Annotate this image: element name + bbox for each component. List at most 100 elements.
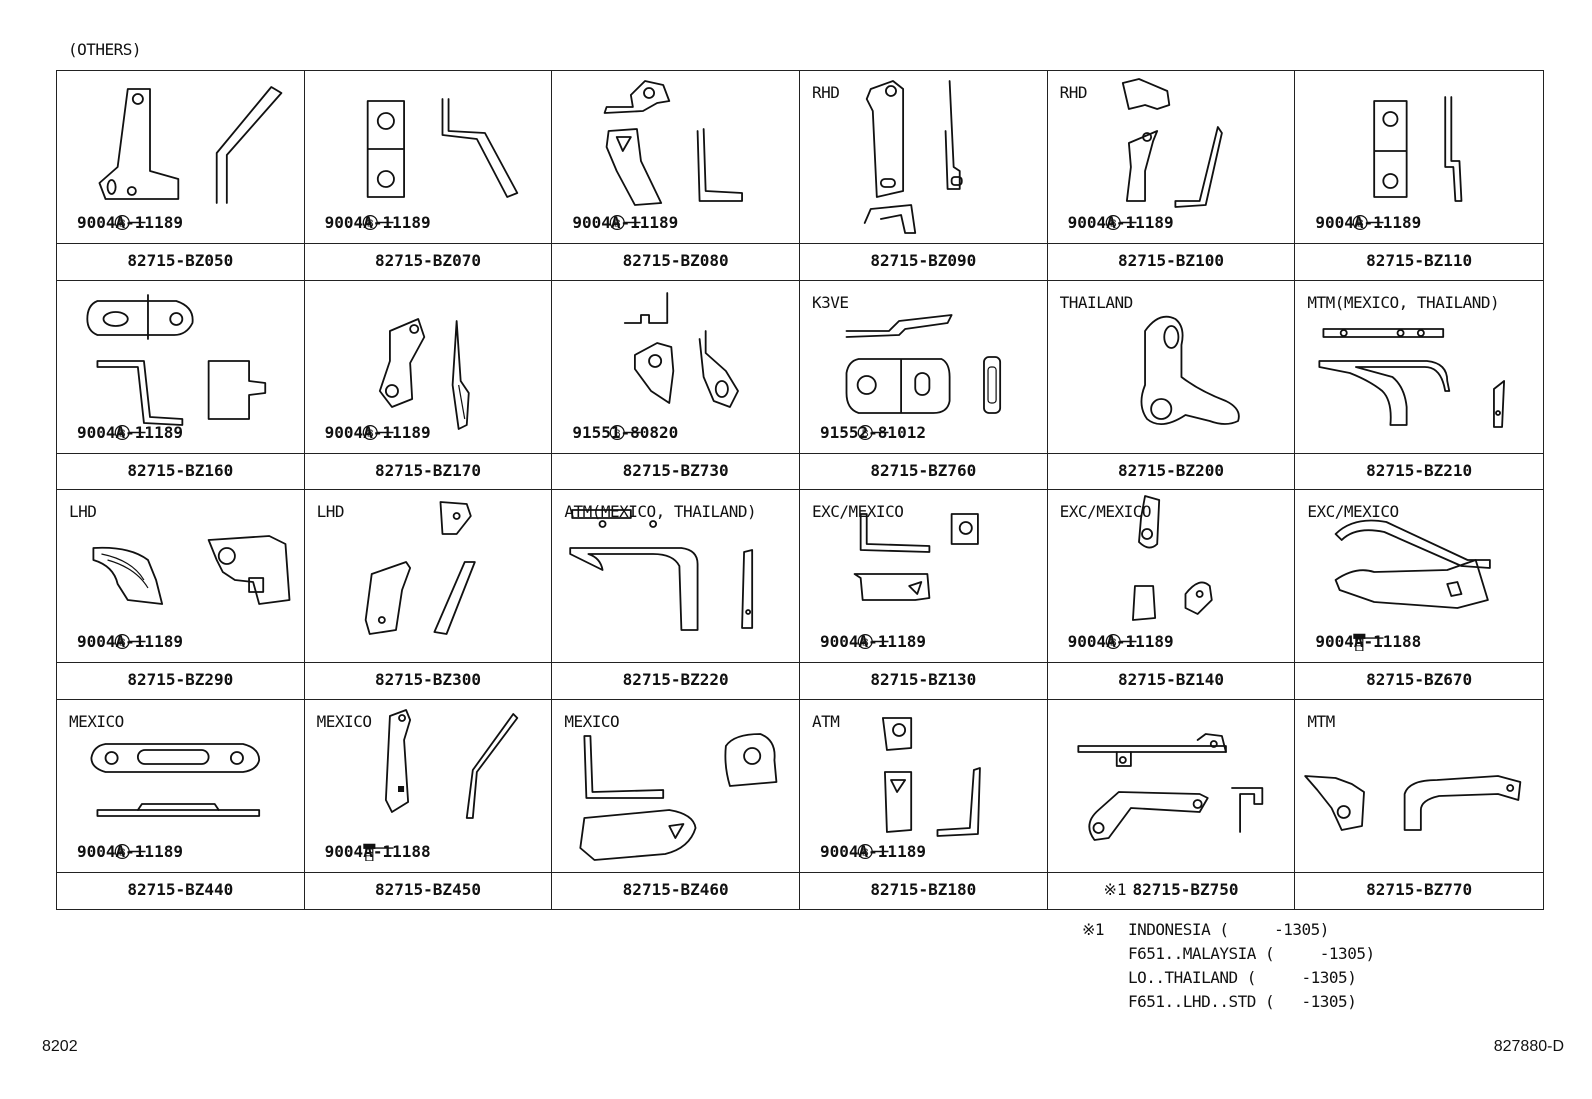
footnote: ※1 INDONESIA ( -1305) F651..MALAYSIA ( -… xyxy=(1082,918,1375,1014)
part-drawing: THAILAND xyxy=(1048,281,1295,453)
part-number: 82715-BZ180 xyxy=(870,879,977,899)
bracket-illustration xyxy=(603,80,744,206)
fastener-number: 9004A-11188 xyxy=(1315,632,1422,651)
part-number-label: 82715-BZ050 xyxy=(57,251,304,270)
cell-divider xyxy=(1047,662,1295,663)
variant-note: THAILAND xyxy=(1059,292,1134,312)
part-number: 82715-BZ050 xyxy=(127,251,234,270)
part-number-label: 82715-BZ140 xyxy=(1048,670,1295,689)
cell-divider xyxy=(304,871,552,873)
svg-text:B: B xyxy=(119,218,126,229)
bracket-illustration xyxy=(1077,732,1263,841)
cell-divider xyxy=(1295,243,1543,244)
svg-text:B: B xyxy=(862,428,869,439)
bracket-illustration xyxy=(1121,78,1223,208)
part-number-label: 82715-BZ670 xyxy=(1295,670,1543,689)
part-number: 82715-BZ210 xyxy=(1366,460,1473,480)
cell-divider xyxy=(1047,243,1295,244)
part-cell: MTM(MEXICO, THAILAND) 82715-BZ210 xyxy=(1295,281,1543,490)
svg-text:B: B xyxy=(366,428,373,439)
part-number-label: 82715-BZ070 xyxy=(305,251,552,270)
cell-divider xyxy=(552,662,799,663)
circled-b-icon: B xyxy=(362,424,394,440)
bracket-illustration xyxy=(90,742,261,817)
cell-divider xyxy=(57,662,304,663)
bracket-illustration xyxy=(579,732,778,861)
bracket-illustration xyxy=(1140,315,1240,425)
part-number-label: 82715-BZ110 xyxy=(1295,251,1543,270)
bracket-illustration xyxy=(1373,96,1463,202)
bracket-illustration xyxy=(624,291,740,408)
part-drawing: RHD xyxy=(800,71,1047,243)
cell-divider xyxy=(57,243,304,244)
part-number: 82715-BZ160 xyxy=(127,460,234,480)
part-number-label: 82715-BZ090 xyxy=(800,251,1047,270)
cell-divider xyxy=(800,243,1047,244)
part-number: 82715-BZ450 xyxy=(375,879,481,899)
bracket-illustration xyxy=(1304,774,1522,831)
part-number: 82715-BZ090 xyxy=(870,251,977,270)
part-number-label: 82715-BZ770 xyxy=(1295,880,1543,899)
bracket-illustration xyxy=(384,708,518,819)
part-number: 82715-BZ730 xyxy=(622,460,729,480)
part-drawing xyxy=(1048,700,1295,872)
circled-b-icon: B xyxy=(114,424,146,440)
part-number-label: 82715-BZ210 xyxy=(1295,461,1543,480)
svg-text:B: B xyxy=(119,847,126,858)
part-number-label: 82715-BZ460 xyxy=(552,880,799,899)
part-number-label: 82715-BZ760 xyxy=(800,461,1047,480)
variant-note: LHD xyxy=(316,502,345,521)
part-drawing: MTM(MEXICO, THAILAND) xyxy=(1295,281,1543,453)
circled-b-icon: B xyxy=(857,424,889,440)
part-number: 82715-BZ200 xyxy=(1118,460,1224,480)
cell-divider xyxy=(1295,662,1543,663)
variant-note: RHD xyxy=(1059,83,1088,102)
circled-b-icon: B xyxy=(362,214,394,231)
footnote-line: F651..LHD..STD ( -1305) xyxy=(1128,992,1357,1011)
fastener-callout: 9004A-11188 xyxy=(1315,632,1421,651)
part-number: 82715-BZ130 xyxy=(870,670,977,689)
part-cell: ATM(MEXICO, THAILAND)82715-BZ220 xyxy=(552,490,800,700)
variant-note: MEXICO xyxy=(69,711,124,731)
cell-divider xyxy=(1295,452,1543,454)
svg-text:B: B xyxy=(614,428,621,439)
part-number-label: 82715-BZ100 xyxy=(1048,251,1295,270)
part-cell: RHD 82715-BZ090 xyxy=(800,71,1048,281)
cell-divider xyxy=(57,871,304,873)
footnote-line: F651..MALAYSIA ( -1305) xyxy=(1128,944,1375,963)
svg-text:B: B xyxy=(1109,218,1116,229)
bracket-illustration xyxy=(98,86,283,204)
circled-b-icon: B xyxy=(857,633,889,650)
